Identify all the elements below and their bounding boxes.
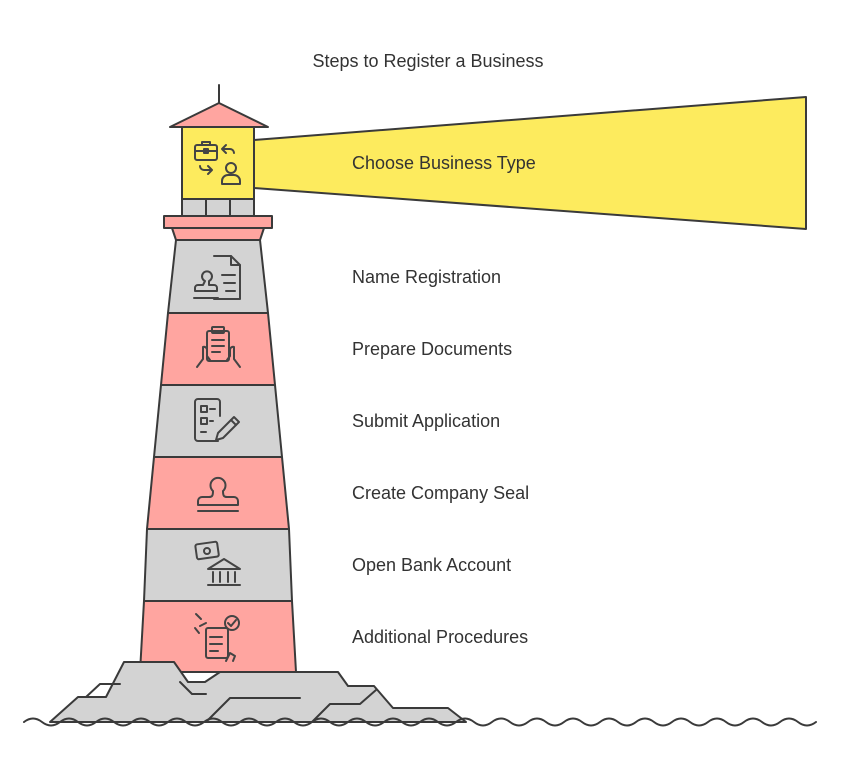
step-label-create-company-seal: Create Company Seal: [352, 483, 529, 503]
step-label-choose-business-type: Choose Business Type: [352, 153, 536, 173]
gallery-platform: [163, 215, 273, 229]
tower-band-create-company-seal: [146, 456, 290, 530]
lighthouse-roof: [169, 102, 269, 128]
tower-band-prepare-documents: [160, 312, 276, 386]
briefcase-person-swap-icon: [194, 141, 241, 185]
rocks: [49, 661, 467, 723]
clipboard-hands-icon: [196, 326, 241, 368]
stamp-document-icon: [193, 255, 241, 300]
step-label-additional-procedures: Additional Procedures: [352, 627, 528, 647]
checklist-hand-icon: [194, 613, 240, 662]
lantern-room: [181, 126, 255, 200]
waves: [23, 717, 817, 727]
step-label-prepare-documents: Prepare Documents: [352, 339, 512, 359]
tower-band-open-bank-account: [143, 528, 293, 602]
form-pencil-icon: [194, 398, 240, 442]
step-label-submit-application: Submit Application: [352, 411, 500, 431]
step-label-open-bank-account: Open Bank Account: [352, 555, 511, 575]
diagram-title: Steps to Register a Business: [312, 51, 543, 71]
stamp-icon: [197, 476, 239, 512]
step-label-name-registration: Name Registration: [352, 267, 501, 287]
tower-band-submit-application: [153, 384, 283, 458]
gallery-railing: [181, 198, 255, 217]
gallery-bracket: [171, 227, 265, 241]
money-bank-icon: [194, 540, 241, 586]
tower-band-name-registration: [167, 239, 269, 314]
